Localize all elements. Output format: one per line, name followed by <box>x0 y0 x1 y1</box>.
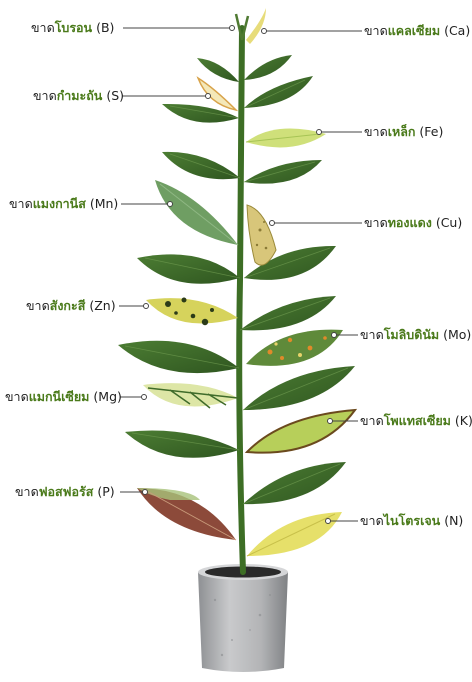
label-prefix: ขาด <box>26 298 50 313</box>
leaf-potassium <box>247 410 355 453</box>
stem <box>239 28 243 572</box>
label-phosphorus: ขาดฟอสฟอรัส (P) <box>15 484 115 500</box>
element-symbol: (Mo) <box>443 327 471 342</box>
label-prefix: ขาด <box>360 513 384 528</box>
element-name: ไนโตรเจน <box>384 513 441 528</box>
element-name: โพแทสเซียม <box>384 413 451 428</box>
label-prefix: ขาด <box>33 88 57 103</box>
leaf-calcium <box>246 8 266 44</box>
leaf-manganese <box>155 180 238 245</box>
element-symbol: (Cu) <box>436 215 462 230</box>
label-nitrogen: ขาดไนโตรเจน (N) <box>360 513 463 529</box>
label-calcium: ขาดแคลเซียม (Ca) <box>364 23 470 39</box>
element-symbol: (B) <box>96 20 114 35</box>
leaf-phosphorus <box>137 488 236 540</box>
leaf-iron <box>246 129 326 148</box>
label-prefix: ขาด <box>360 413 384 428</box>
leaf-zinc <box>146 298 238 326</box>
label-prefix: ขาด <box>364 124 388 139</box>
element-name: สังกะสี <box>50 298 86 313</box>
element-name: เหล็ก <box>388 124 416 139</box>
element-name: โมลิบดินัม <box>384 327 439 342</box>
element-symbol: (Zn) <box>89 298 115 313</box>
leaf-magnesium <box>143 383 238 408</box>
element-symbol: (Fe) <box>419 124 443 139</box>
element-name: แมงกานีส <box>33 196 86 211</box>
label-prefix: ขาด <box>9 196 33 211</box>
element-symbol: (Ca) <box>444 23 470 38</box>
element-name: ทองแดง <box>388 215 432 230</box>
element-name: แคลเซียม <box>388 23 440 38</box>
label-molybdenum: ขาดโมลิบดินัม (Mo) <box>360 327 471 343</box>
element-symbol: (K) <box>455 413 472 428</box>
label-prefix: ขาด <box>31 20 55 35</box>
label-potassium: ขาดโพแทสเซียม (K) <box>360 413 472 429</box>
leaf-sulfur <box>198 78 236 110</box>
label-prefix: ขาด <box>15 484 39 499</box>
element-symbol: (Mn) <box>90 196 118 211</box>
label-manganese: ขาดแมงกานีส (Mn) <box>9 196 118 212</box>
pot <box>198 564 288 672</box>
element-name: กำมะถัน <box>57 88 103 103</box>
label-zinc: ขาดสังกะสี (Zn) <box>26 298 116 314</box>
element-symbol: (S) <box>106 88 124 103</box>
element-symbol: (Mg) <box>93 389 121 404</box>
label-prefix: ขาด <box>360 327 384 342</box>
label-boron: ขาดโบรอน (B) <box>31 20 114 36</box>
label-prefix: ขาด <box>364 215 388 230</box>
leaf-copper <box>247 205 276 265</box>
label-copper: ขาดทองแดง (Cu) <box>364 215 462 231</box>
element-name: ฟอสฟอรัส <box>39 484 94 499</box>
label-prefix: ขาด <box>5 389 29 404</box>
element-symbol: (P) <box>97 484 114 499</box>
label-sulfur: ขาดกำมะถัน (S) <box>33 88 124 104</box>
leaf-molybdenum <box>246 330 343 366</box>
label-magnesium: ขาดแมกนีเซียม (Mg) <box>5 389 122 405</box>
element-symbol: (N) <box>444 513 463 528</box>
label-prefix: ขาด <box>364 23 388 38</box>
element-name: แมกนีเซียม <box>29 389 90 404</box>
element-name: โบรอน <box>55 20 92 35</box>
label-iron: ขาดเหล็ก (Fe) <box>364 124 443 140</box>
